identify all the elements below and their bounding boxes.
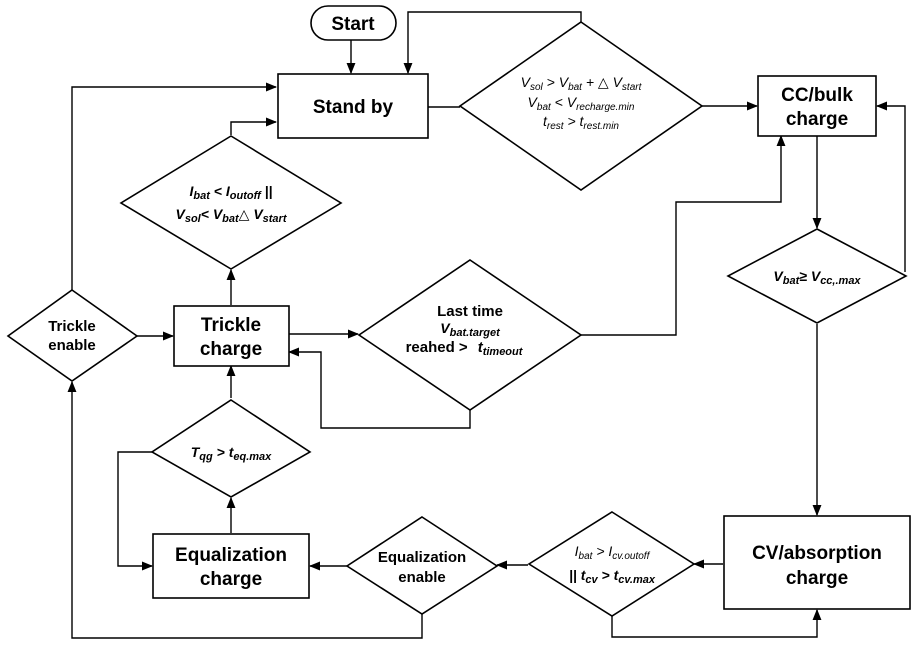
edge-trickle-enable-to-standby [71,82,278,290]
decision-last-time: Last time Vbat.target reahed >ttimeout [357,259,583,411]
equalization-charge-label-1: Equalization [175,545,287,566]
edge-exit-decision-loop [611,604,822,638]
trickle-enable-label-1: Trickle [48,318,96,335]
condition-vbat-ccmax-line: Vbat≥ Vcc,.max [773,268,861,287]
condition-ibat-cv-line: Ibat > Icv.outoff [575,543,651,562]
equalization-charge-box: Equalization charge [152,533,310,599]
edge-vcc-decision-loop [875,101,906,272]
last-time-vbat-target: Vbat.target [440,320,501,339]
edge-standby-decision-loop [403,11,582,75]
cc-bulk-label-1: CC/bulk [781,85,853,106]
decision-equalization-enable: Equalization enable [345,516,499,615]
cc-bulk-charge-box: CC/bulk charge [757,75,877,137]
trickle-charge-label-2: charge [200,339,262,360]
cv-absorption-label-1: CV/absorption [752,543,882,564]
edge-lasttime-loop [287,347,471,429]
decision-standby-to-cc: Vsol > Vbat + △ Vstart Vbat < Vrecharge.… [458,21,704,191]
decision-cv-exit: Ibat > Icv.outoff || tcv > tcv.max [527,511,696,617]
edge-ibat-decision-to-standby [230,117,278,135]
decision-trickle-enable: Trickle enable [6,289,139,382]
equalization-enable-label-2: enable [398,569,446,586]
condition-tqg-line: Tqg > teq.max [191,444,272,463]
standby-label: Stand by [313,97,394,118]
standby-box: Stand by [277,73,429,139]
decision-trickle-to-standby: Ibat < Ioutoff || Vsol< Vbat△ Vstart [119,135,343,270]
trickle-charge-box: Trickle charge [173,305,290,367]
condition-vsol-start-line: Vsol< Vbat△ Vstart [176,206,288,225]
connectors [67,11,906,639]
trickle-enable-label-2: enable [48,337,96,354]
cv-absorption-label-2: charge [786,568,848,589]
condition-vbat-recharge-line: Vbat < Vrecharge.min [528,94,635,113]
condition-vsol-line: Vsol > Vbat + △ Vstart [521,74,643,93]
condition-tcv-line: || tcv > tcv.max [569,567,656,586]
start-terminal: Start [310,5,397,41]
condition-ibat-line: Ibat < Ioutoff || [190,183,273,202]
last-time-reached-line: reahed >ttimeout [406,339,524,358]
start-label: Start [331,14,375,35]
decision-vbat-ccmax: Vbat≥ Vcc,.max [726,228,908,324]
last-time-label: Last time [437,303,503,320]
cc-bulk-label-2: charge [786,109,848,130]
condition-trest-line: trest > trest.min [543,113,619,132]
edge-tqg-loop [117,451,154,571]
cv-absorption-charge-box: CV/absorption charge [723,515,911,610]
decision-tqg: Tqg > teq.max [150,399,312,498]
edge-equalization-enable-to-trickle-enable [67,380,423,639]
equalization-charge-label-2: charge [200,569,262,590]
edge-lasttime-to-cc [581,134,786,336]
equalization-enable-label-1: Equalization [378,549,466,566]
trickle-charge-label-1: Trickle [201,315,261,336]
